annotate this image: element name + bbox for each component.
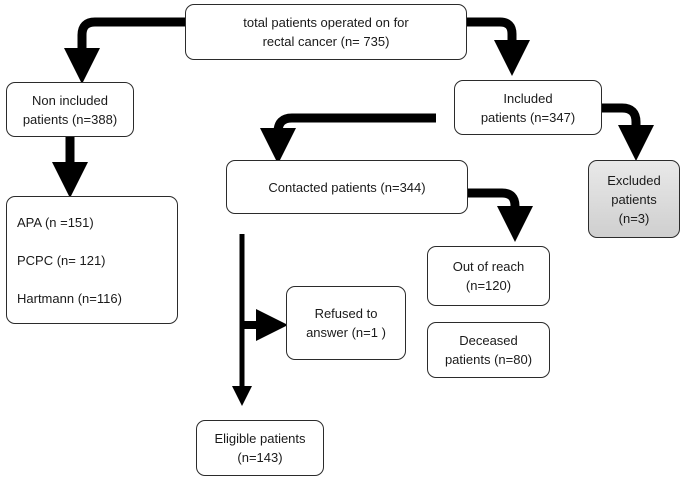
node-non-included: Non included patients (n=388) [6, 82, 134, 137]
node-eligible: Eligible patients (n=143) [196, 420, 324, 476]
node-breakdown: APA (n =151) PCPC (n= 121) Hartmann (n=1… [6, 196, 178, 324]
arrow-total-to-non-included [64, 17, 185, 84]
node-refused: Refused to answer (n=1 ) [286, 286, 406, 360]
node-excluded: Excluded patients (n=3) [588, 160, 680, 238]
arrow-total-to-included [467, 17, 530, 76]
node-out-of-reach: Out of reach (n=120) [427, 246, 550, 306]
node-contacted: Contacted patients (n=344) [226, 160, 468, 214]
node-included: Included patients (n=347) [454, 80, 602, 135]
arrow-included-to-excluded [602, 103, 654, 161]
arrow-included-to-contacted [260, 113, 436, 164]
node-deceased: Deceased patients (n=80) [427, 322, 550, 378]
node-total: total patients operated on for rectal ca… [185, 4, 467, 60]
arrow-contacted-to-out-of-reach [468, 188, 533, 242]
